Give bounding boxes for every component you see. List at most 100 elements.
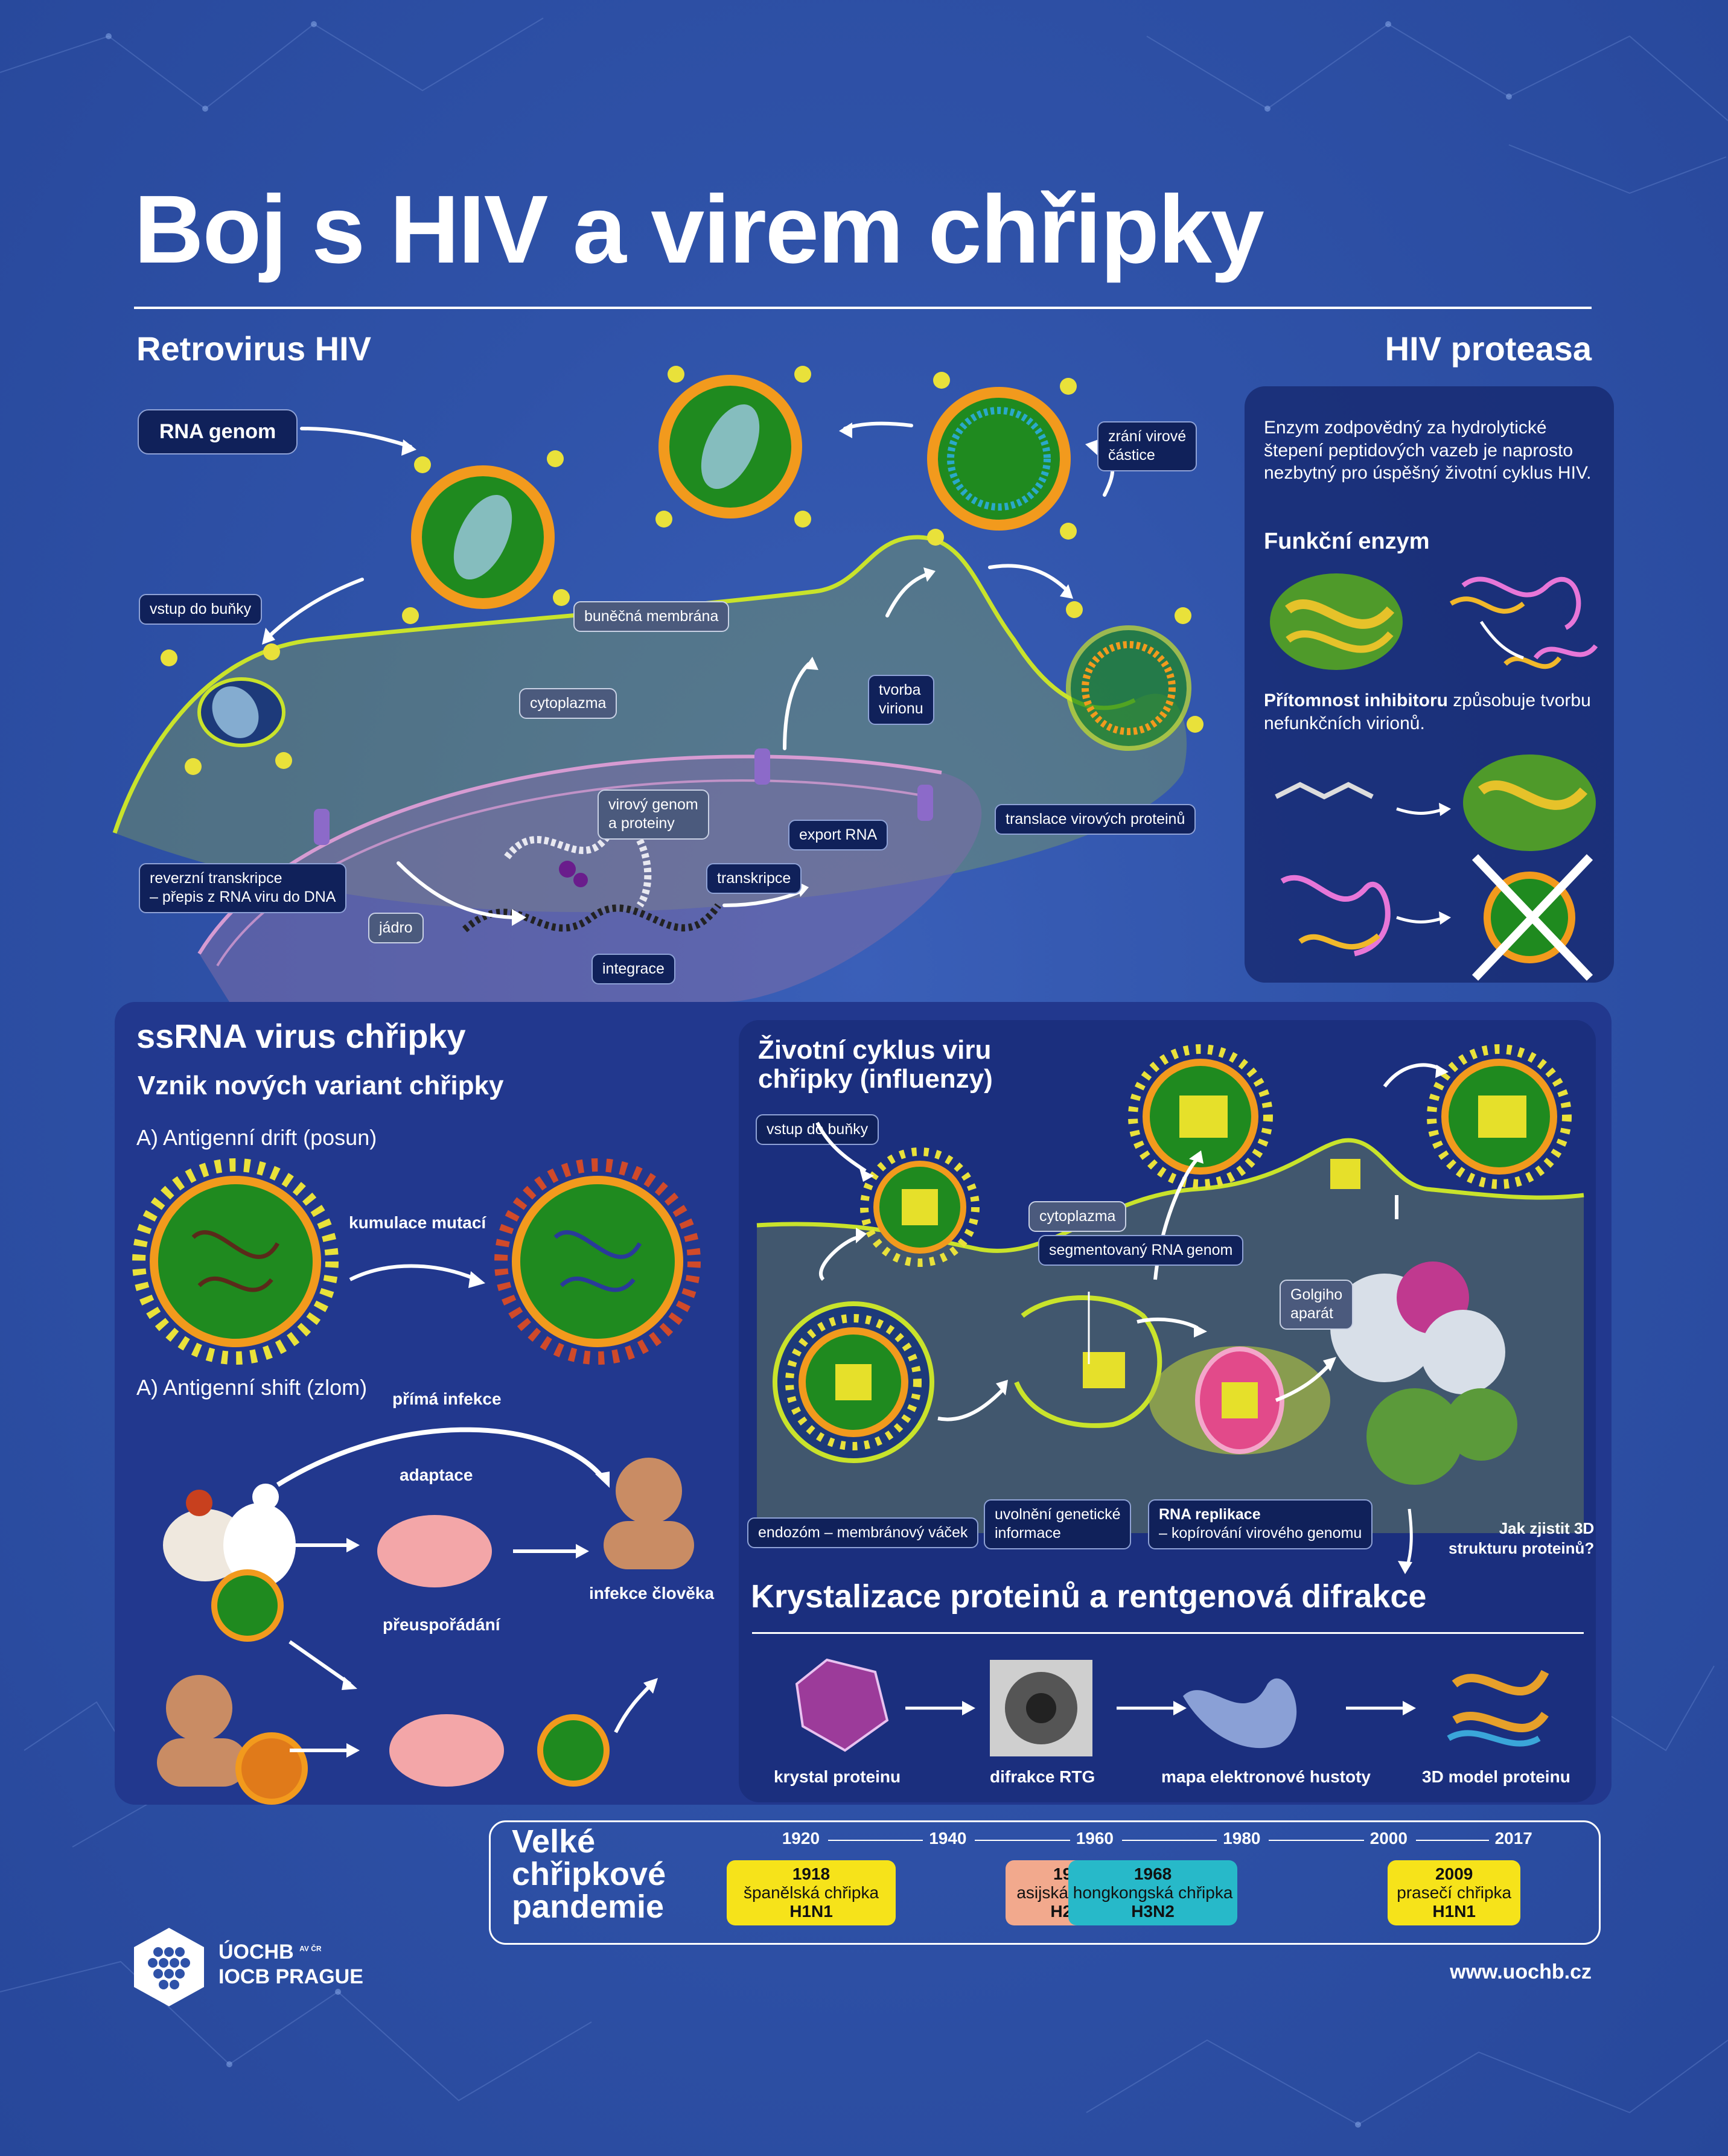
label-zrani: zrání virové částice (1097, 421, 1197, 471)
label-reverzni-transkripce: reverzní transkripce – přepis z RNA viru… (139, 863, 347, 913)
question-arrow (1398, 1508, 1413, 1574)
hiv-virion-2 (658, 375, 802, 518)
label-translace: translace virových proteinů (995, 804, 1196, 835)
flu-cycle-diagram (756, 1044, 1584, 1533)
drift-illustration (132, 1158, 701, 1365)
cycle-heading: Životní cyklus viru chřipky (influenzy) (758, 1035, 993, 1094)
label-virovy-genom: virový genom a proteiny (598, 789, 709, 840)
step-density-map: mapa elektronové hustoty (1161, 1767, 1371, 1786)
logo-line-1: ÚOCHB (218, 1941, 294, 1963)
adaptace-label: adaptace (400, 1466, 473, 1484)
goose-icon (223, 1503, 296, 1587)
timeline-year: 1960 (1076, 1829, 1114, 1848)
preusporadani-label: přeuspořádání (383, 1615, 500, 1634)
pandemic-name: prasečí chřipka (1397, 1883, 1512, 1902)
hiv-heading: Retrovirus HIV (136, 330, 371, 368)
pandemic-name: hongkongská chřipka (1073, 1883, 1233, 1902)
hiv-cycle-diagram (112, 366, 1204, 1002)
timeline-segment (1415, 1840, 1489, 1841)
pig-icon-1 (377, 1515, 492, 1587)
pig-icon-2 (389, 1714, 504, 1787)
crystal-divider (752, 1632, 1584, 1634)
step-3d-model: 3D model proteinu (1422, 1767, 1570, 1786)
timeline-segment (1269, 1840, 1364, 1841)
label-golgi: Golgiho aparát (1280, 1280, 1354, 1330)
timeline-year: 1940 (929, 1829, 967, 1848)
page-title: Boj s HIV a virem chřipky (134, 175, 1264, 283)
pandemic-year: 1918 (792, 1864, 831, 1883)
label-uvolneni: uvolnění genetické informace (984, 1499, 1132, 1549)
pandemic-name: španělská chřipka (743, 1883, 879, 1902)
cell-membrane (112, 535, 1136, 834)
inhibitor-text-bold: Přítomnost inhibitoru (1264, 690, 1448, 710)
label-transkripce: transkripce (706, 863, 802, 895)
hiv-virion-3 (927, 387, 1071, 531)
question-label: Jak zjistit 3D strukturu proteinů? (1449, 1519, 1595, 1557)
functional-enzyme-heading: Funkční enzym (1264, 529, 1430, 554)
pandemics-box (489, 1820, 1601, 1945)
human-icon-2 (166, 1675, 232, 1741)
logo-text: ÚOCHB AV ČR IOCB PRAGUE (218, 1940, 363, 1989)
flu-heading: ssRNA virus chřipky (136, 1017, 466, 1055)
kumulace-label: kumulace mutací (349, 1213, 486, 1232)
density-map-icon (1183, 1678, 1297, 1749)
rna-replikace-rest: – kopírování virového genomu (1159, 1525, 1362, 1542)
pandemic-year: 1968 (1133, 1864, 1172, 1883)
pandemic-strain: H1N1 (1432, 1901, 1476, 1921)
step-crystal: krystal proteinu (774, 1767, 901, 1786)
crystal-icon (795, 1658, 889, 1752)
functional-enzyme-illustration (1270, 573, 1598, 670)
label-integrace: integrace (591, 954, 675, 985)
timeline-segment (827, 1840, 923, 1841)
iocb-logo-icon (134, 1928, 204, 2006)
label-segmentovany: segmentovaný RNA genom (1038, 1235, 1244, 1266)
shift-label: A) Antigenní shift (zlom) (136, 1375, 368, 1400)
inhibitor-text-rest: způsobuje tvorbu nefunkčních virionů. (1264, 690, 1591, 733)
label-cytoplazma-hiv: cytoplazma (519, 688, 617, 719)
label-rna-genom: RNA genom (138, 409, 298, 454)
model-icon (1452, 1670, 1549, 1732)
logo-line-2: IOCB PRAGUE (218, 1965, 363, 1988)
crystal-heading: Krystalizace proteinů a rentgenová difra… (751, 1578, 1427, 1615)
drift-label: A) Antigenní drift (posun) (136, 1125, 377, 1150)
timeline-year: 2017 (1494, 1829, 1532, 1848)
label-vstup-flu: vstup do buňky (756, 1114, 879, 1146)
infekce-cloveka-label: infekce člověka (589, 1584, 715, 1603)
label-cytoplazma-flu: cytoplazma (1028, 1201, 1127, 1233)
hiv-virion-1 (411, 465, 555, 609)
shift-illustration (157, 1427, 694, 1805)
pandemic-strain: H3N2 (1131, 1901, 1175, 1921)
timeline-segment (975, 1840, 1070, 1841)
protease-description: Enzym zodpovědný za hydrolytické štepení… (1264, 418, 1592, 483)
hiv-budding (1066, 625, 1191, 751)
step-diffraction: difrakce RTG (990, 1767, 1095, 1786)
rna-replikace-bold: RNA replikace (1159, 1506, 1261, 1523)
protein-structure (1330, 1261, 1517, 1485)
timeline-year: 2000 (1369, 1829, 1408, 1848)
flu-release-vesicle (1014, 1295, 1162, 1428)
label-export-rna: export RNA (788, 820, 888, 851)
protease-heading: HIV proteasa (1385, 330, 1592, 368)
pandemic-strain: H1N1 (789, 1901, 833, 1921)
prima-infekce-label: přímá infekce (392, 1389, 502, 1408)
flu-subheading: Vznik nových variant chřipky (138, 1071, 504, 1100)
label-vstup-hiv: vstup do buňky (139, 594, 263, 625)
inhibitor-illustration (1275, 754, 1596, 981)
website-link[interactable]: www.uochb.cz (1450, 1960, 1592, 1983)
pandemic-year: 2009 (1435, 1864, 1473, 1883)
label-endozom: endozóm – membránový váček (747, 1517, 979, 1549)
crystal-steps-illustration (795, 1658, 1549, 1756)
pandemics-heading: Velké chřipkové pandemie (512, 1823, 666, 1925)
timeline-year: 1980 (1223, 1829, 1261, 1848)
label-rna-replikace: RNA replikace – kopírování virového genom… (1148, 1499, 1373, 1549)
logo-super: AV ČR (299, 1944, 322, 1953)
rooster-icon (163, 1509, 247, 1581)
title-divider (134, 307, 1592, 309)
label-bunecna-membrana: buněčná membrána (573, 601, 730, 633)
inhibitor-text: Přítomnost inhibitoru způsobuje tvorbu n… (1264, 689, 1602, 735)
